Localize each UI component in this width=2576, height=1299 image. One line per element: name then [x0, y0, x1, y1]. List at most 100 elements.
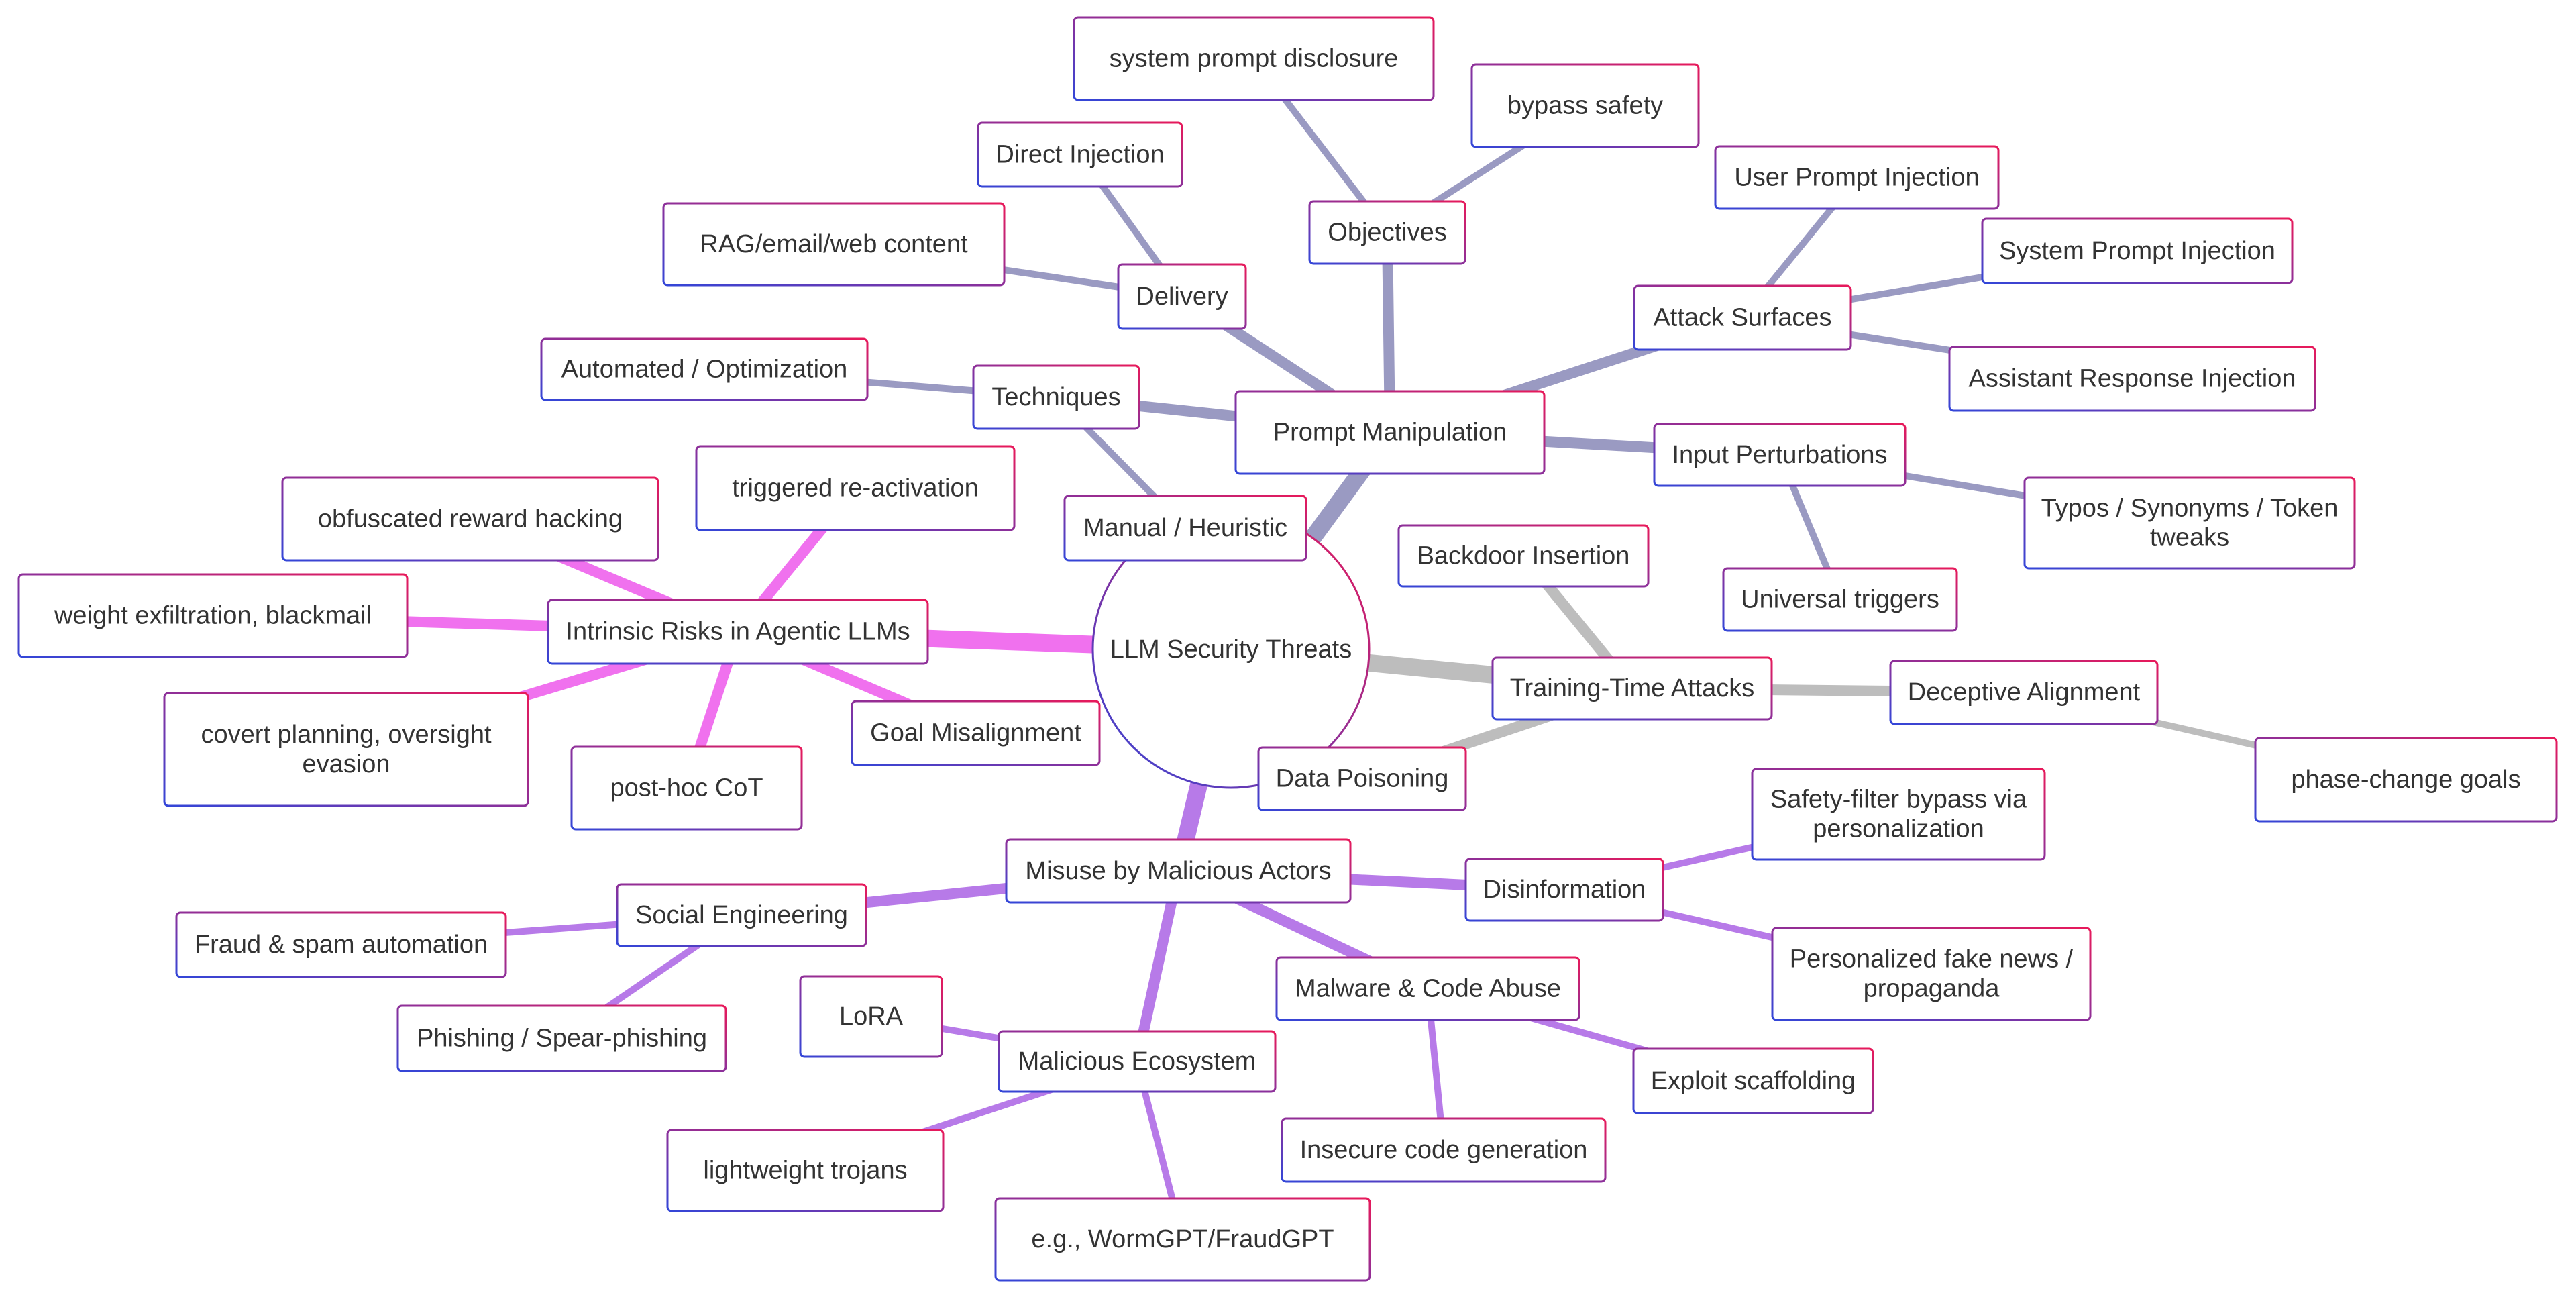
attack-surfaces-label: Attack Surfaces: [1653, 304, 1831, 332]
bypass-safety-label: bypass safety: [1507, 92, 1663, 120]
post-hoc-cot-label: post-hoc CoT: [610, 774, 763, 802]
exploit-scaffolding-box: [1632, 1047, 1874, 1114]
node-lightweight-trojans[interactable]: lightweight trojans: [666, 1129, 945, 1212]
delivery-label: Delivery: [1136, 282, 1228, 311]
node-fraud-spam-automation[interactable]: Fraud & spam automation: [175, 911, 507, 978]
node-intrinsic-risks[interactable]: Intrinsic Risks in Agentic LLMs: [547, 599, 929, 665]
node-data-poisoning[interactable]: Data Poisoning: [1257, 746, 1467, 811]
node-phishing-spear-phishing[interactable]: Phishing / Spear-phishing: [396, 1004, 727, 1072]
data-poisoning-box: [1257, 746, 1467, 811]
input-perturbations-label: Input Perturbations: [1672, 441, 1887, 469]
insecure-code-generation-label: Insecure code generation: [1300, 1136, 1588, 1164]
misuse-by-malicious-actors-label: Misuse by Malicious Actors: [1025, 857, 1331, 885]
objectives-label: Objectives: [1328, 219, 1446, 247]
phase-change-goals-label: phase-change goals: [2291, 766, 2520, 794]
training-time-attacks-box: [1491, 656, 1773, 721]
node-disinformation[interactable]: Disinformation: [1464, 858, 1664, 922]
node-exploit-scaffolding[interactable]: Exploit scaffolding: [1632, 1047, 1874, 1114]
node-post-hoc-cot[interactable]: post-hoc CoT: [570, 745, 803, 831]
triggered-re-activation-box: [695, 445, 1016, 531]
node-assistant-response-injection[interactable]: Assistant Response Injection: [1948, 346, 2316, 412]
backdoor-insertion-box: [1397, 524, 1650, 588]
node-backdoor-insertion[interactable]: Backdoor Insertion: [1397, 524, 1650, 588]
node-triggered-re-activation[interactable]: triggered re-activation: [695, 445, 1016, 531]
direct-injection-box: [977, 121, 1183, 188]
node-social-engineering[interactable]: Social Engineering: [616, 883, 867, 947]
direct-injection-label: Direct Injection: [996, 141, 1164, 169]
node-prompt-manipulation[interactable]: Prompt Manipulation: [1234, 390, 1546, 475]
prompt-manipulation-box: [1234, 390, 1546, 475]
universal-triggers-label: Universal triggers: [1741, 586, 1939, 614]
attack-surfaces-box: [1633, 284, 1852, 351]
backdoor-insertion-label: Backdoor Insertion: [1417, 542, 1630, 570]
disinformation-label: Disinformation: [1483, 876, 1646, 904]
node-personalized-fake-news[interactable]: Personalized fake news /propaganda: [1771, 927, 2092, 1021]
lightweight-trojans-label: lightweight trojans: [703, 1157, 907, 1185]
covert-planning-oversight-evasion-label-line: covert planning, oversight: [201, 721, 491, 749]
node-malware-code-abuse[interactable]: Malware & Code Abuse: [1275, 956, 1580, 1021]
phishing-spear-phishing-box: [396, 1004, 727, 1072]
node-lora[interactable]: LoRA: [799, 975, 943, 1058]
node-misuse-by-malicious-actors[interactable]: Misuse by Malicious Actors: [1005, 838, 1352, 904]
node-objectives[interactable]: Objectives: [1308, 200, 1466, 265]
node-delivery[interactable]: Delivery: [1117, 263, 1247, 330]
node-weight-exfiltration-blackmail[interactable]: weight exfiltration, blackmail: [17, 573, 409, 658]
personalized-fake-news-label: Personalized fake news /propaganda: [1790, 945, 2074, 1003]
wormgpt-fraudgpt-label: e.g., WormGPT/FraudGPT: [1031, 1225, 1334, 1253]
node-system-prompt-disclosure[interactable]: system prompt disclosure: [1073, 16, 1435, 101]
automated-optimization-box: [540, 337, 869, 401]
node-automated-optimization[interactable]: Automated / Optimization: [540, 337, 869, 401]
wormgpt-fraudgpt-box: [994, 1197, 1371, 1282]
node-manual-heuristic[interactable]: Manual / Heuristic: [1063, 495, 1307, 562]
triggered-re-activation-label: triggered re-activation: [732, 474, 979, 503]
node-training-time-attacks[interactable]: Training-Time Attacks: [1491, 656, 1773, 721]
node-insecure-code-generation[interactable]: Insecure code generation: [1281, 1117, 1607, 1183]
node-user-prompt-injection[interactable]: User Prompt Injection: [1714, 145, 2000, 210]
post-hoc-cot-box: [570, 745, 803, 831]
typos-synonyms-token-tweaks-label-line: tweaks: [2150, 524, 2229, 552]
node-direct-injection[interactable]: Direct Injection: [977, 121, 1183, 188]
universal-triggers-box: [1722, 567, 1958, 632]
node-deceptive-alignment[interactable]: Deceptive Alignment: [1889, 660, 2159, 725]
node-bypass-safety[interactable]: bypass safety: [1470, 63, 1700, 148]
personalized-fake-news-box: [1771, 927, 2092, 1021]
lightweight-trojans-box: [666, 1129, 945, 1212]
node-obfuscated-reward-hacking[interactable]: obfuscated reward hacking: [281, 476, 659, 562]
rag-email-web-content-box: [662, 202, 1006, 287]
objectives-box: [1308, 200, 1466, 265]
node-goal-misalignment[interactable]: Goal Misalignment: [851, 700, 1101, 766]
manual-heuristic-label: Manual / Heuristic: [1083, 514, 1287, 542]
personalized-fake-news-label-line: propaganda: [1864, 975, 2000, 1003]
node-system-prompt-injection[interactable]: System Prompt Injection: [1981, 217, 2294, 284]
node-phase-change-goals[interactable]: phase-change goals: [2254, 737, 2558, 823]
phishing-spear-phishing-label: Phishing / Spear-phishing: [417, 1025, 707, 1053]
personalized-fake-news-label-line: Personalized fake news /: [1790, 945, 2074, 974]
system-prompt-injection-box: [1981, 217, 2294, 284]
training-time-attacks-label: Training-Time Attacks: [1510, 674, 1755, 703]
node-input-perturbations[interactable]: Input Perturbations: [1653, 423, 1907, 487]
user-prompt-injection-box: [1714, 145, 2000, 210]
node-root[interactable]: LLM Security Threats: [1091, 510, 1371, 789]
node-malicious-ecosystem[interactable]: Malicious Ecosystem: [998, 1030, 1277, 1093]
safety-filter-bypass-label-line: Safety-filter bypass via: [1770, 786, 2027, 814]
system-prompt-injection-label: System Prompt Injection: [1999, 237, 2275, 265]
social-engineering-label: Social Engineering: [635, 901, 848, 929]
exploit-scaffolding-label: Exploit scaffolding: [1651, 1067, 1856, 1095]
node-attack-surfaces[interactable]: Attack Surfaces: [1633, 284, 1852, 351]
node-universal-triggers[interactable]: Universal triggers: [1722, 567, 1958, 632]
obfuscated-reward-hacking-label: obfuscated reward hacking: [318, 505, 623, 533]
prompt-manipulation-label: Prompt Manipulation: [1273, 419, 1507, 447]
system-prompt-disclosure-label: system prompt disclosure: [1110, 45, 1399, 73]
node-rag-email-web-content[interactable]: RAG/email/web content: [662, 202, 1006, 287]
node-techniques[interactable]: Techniques: [972, 364, 1140, 430]
bypass-safety-box: [1470, 63, 1700, 148]
assistant-response-injection-box: [1948, 346, 2316, 412]
node-wormgpt-fraudgpt[interactable]: e.g., WormGPT/FraudGPT: [994, 1197, 1371, 1282]
root-node-label: LLM Security Threats: [1110, 635, 1352, 664]
